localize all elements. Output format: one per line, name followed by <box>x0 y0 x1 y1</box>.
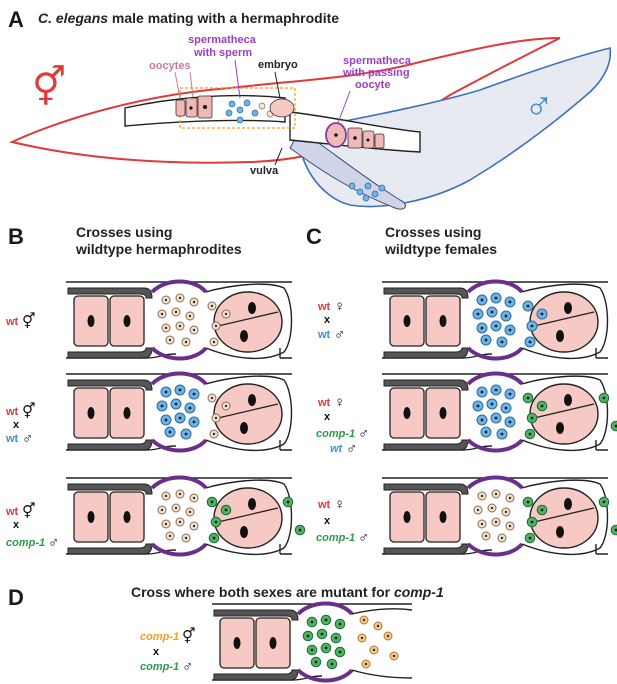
herm-symbol-a: ⚥ <box>32 65 66 109</box>
label-oocytes: oocytes <box>149 60 191 72</box>
oocytes-left <box>175 95 213 119</box>
c2-sym1: ♀ <box>334 394 345 411</box>
c2-line2: comp-1 <box>316 428 355 440</box>
c3-cross: x <box>324 515 331 527</box>
unit-b1 <box>66 279 293 361</box>
male-body <box>298 47 612 208</box>
unit-c2 <box>382 371 617 453</box>
unit-d <box>212 601 413 683</box>
b2-sym1: ⚥ <box>22 402 36 420</box>
label-spermatheca-sperm-1: spermatheca <box>188 34 257 46</box>
label-embryo: embryo <box>258 59 298 71</box>
b3-cross: x <box>13 519 20 531</box>
label-vulva: vulva <box>250 165 279 177</box>
d-line2: comp-1 <box>140 661 179 673</box>
gonad-units <box>66 279 617 683</box>
c2-line1: wt <box>317 397 331 409</box>
c3-sym2: ♂ <box>358 529 369 546</box>
d-sym1: ⚥ <box>182 627 196 645</box>
b3-line1: wt <box>5 506 19 518</box>
c3-line2: comp-1 <box>316 532 355 544</box>
c2-sym2: ♂ <box>358 425 369 442</box>
panel-a-title: C. elegans male mating with a hermaphrod… <box>38 10 339 26</box>
c2-cross: x <box>324 411 331 423</box>
b3-sym1: ⚥ <box>22 502 36 520</box>
c3-sym1: ♀ <box>334 496 345 513</box>
c1-sym2: ♂ <box>334 326 345 343</box>
b2-line2: wt <box>5 433 19 445</box>
unit-b2 <box>66 371 293 453</box>
c3-line1: wt <box>317 499 331 511</box>
b3-sym2: ♂ <box>48 534 59 551</box>
panel-c: C Crosses using wildtype females <box>306 224 497 257</box>
c1-line2: wt <box>317 329 331 341</box>
d-sym2: ♂ <box>182 658 193 675</box>
panel-a-letter: A <box>8 7 24 32</box>
oocytes-right <box>325 122 385 149</box>
b2-line1: wt <box>5 406 19 418</box>
c2-line3: wt <box>330 443 344 455</box>
c1-line1: wt <box>317 301 331 313</box>
unit-b3 <box>66 475 306 557</box>
b3-line2: comp-1 <box>6 537 45 549</box>
label-passing-2: with passing <box>342 67 410 79</box>
b2-cross: x <box>13 419 20 431</box>
male-sperm-a <box>348 182 386 202</box>
panel-b: B Crosses using wildtype hermaphrodites <box>8 224 242 257</box>
panel-b-letter: B <box>8 224 24 249</box>
d-cross: x <box>153 646 160 658</box>
b1-sym1: ⚥ <box>22 312 36 330</box>
c1-sym1: ♀ <box>334 298 345 315</box>
male-tail <box>289 129 406 210</box>
unit-c3 <box>382 475 617 557</box>
panel-a: A C. elegans male mating with a hermaphr… <box>8 7 612 210</box>
b1-line1: wt <box>5 316 19 328</box>
c1-cross: x <box>324 314 331 326</box>
d-line1: comp-1 <box>140 631 179 643</box>
b2-sym2: ♂ <box>22 430 33 447</box>
panel-b-title-2: wildtype hermaphrodites <box>75 241 242 257</box>
panel-b-genotypes: wt ⚥ wt ⚥ x wt ♂ wt ⚥ x comp-1 ♂ <box>5 312 59 551</box>
panel-c-genotypes: wt ♀ x wt ♂ wt ♀ x comp-1 ♂ wt ♂ wt ♀ x … <box>316 298 369 546</box>
male-symbol-a: ♂ <box>524 83 554 127</box>
panel-d: D Cross where both sexes are mutant for … <box>8 584 444 675</box>
panel-d-title: Cross where both sexes are mutant for co… <box>131 584 444 600</box>
embryo <box>269 98 295 118</box>
panel-b-title-1: Crosses using <box>76 224 172 240</box>
label-passing-3: oocyte <box>355 79 390 91</box>
label-spermatheca-sperm-2: with sperm <box>193 47 252 59</box>
panel-d-letter: D <box>8 585 24 610</box>
panel-c-title-1: Crosses using <box>385 224 481 240</box>
label-passing-1: spermatheca <box>343 55 412 67</box>
panel-c-letter: C <box>306 224 322 249</box>
unit-c1 <box>382 279 609 361</box>
c2-sym3: ♂ <box>346 440 357 457</box>
panel-c-title-2: wildtype females <box>384 241 497 257</box>
